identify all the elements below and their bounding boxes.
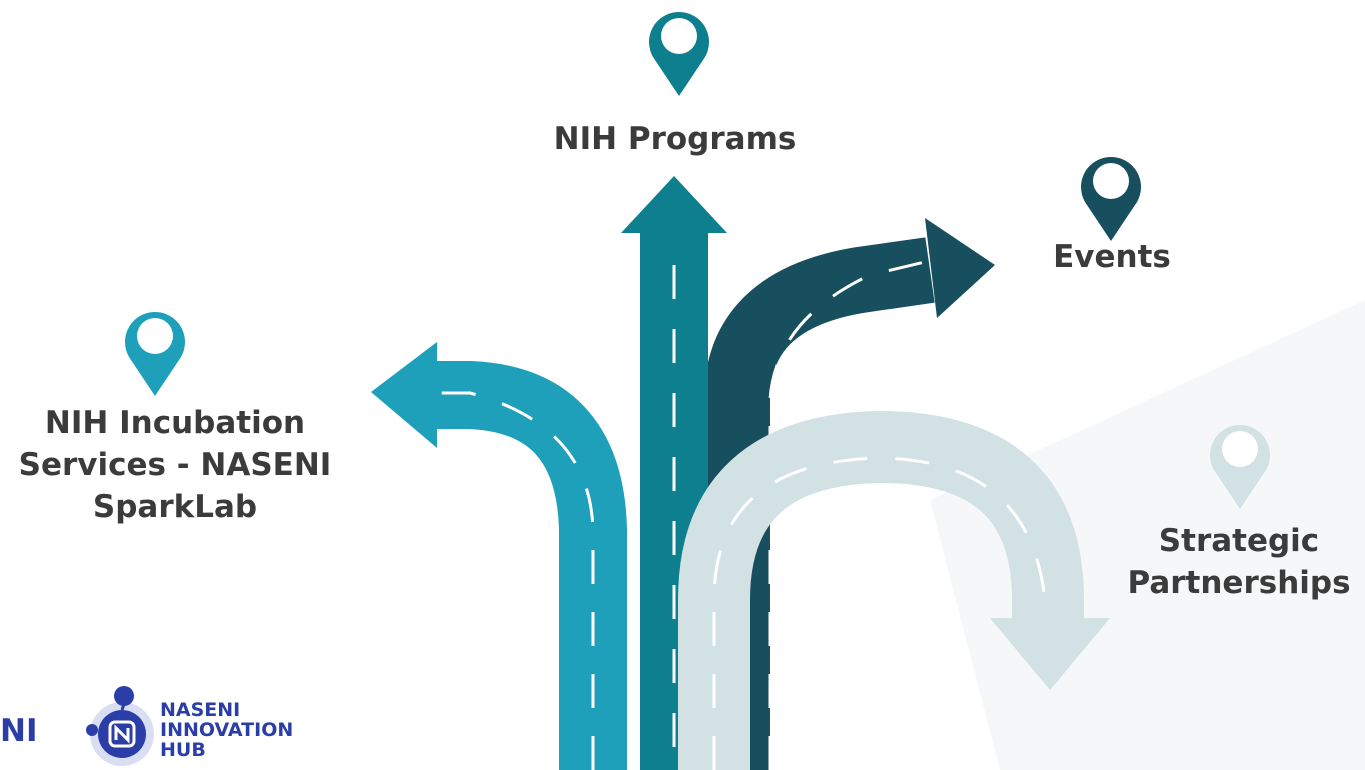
arrow-up-icon: [621, 176, 727, 770]
logo-wordmark: NASENI INNOVATION HUB: [160, 700, 293, 760]
logo-line1: NASENI: [160, 699, 241, 721]
label-partnerships-line1: Strategic: [1158, 523, 1320, 559]
map-pin-icon: [1210, 425, 1270, 509]
label-incubation-line3: SparkLab: [92, 489, 258, 525]
arrow-u-turn-icon: [678, 410, 1110, 770]
map-pin-icon: [649, 12, 709, 96]
logo-mark-icon: [86, 686, 154, 766]
arrow-turn-left-icon: [371, 342, 627, 770]
logo-fragment: NI: [0, 713, 38, 749]
label-incubation: NIH Incubation Services - NASENI SparkLa…: [0, 402, 350, 528]
label-incubation-line2: Services - NASENI: [18, 447, 332, 483]
label-incubation-line1: NIH Incubation: [44, 405, 306, 441]
logo-line3: HUB: [160, 739, 206, 761]
arrow-turn-right-icon: [704, 218, 995, 770]
map-pin-icon: [125, 312, 185, 396]
label-partnerships-line2: Partnerships: [1127, 565, 1351, 601]
map-pin-icon: [1081, 157, 1141, 241]
label-partnerships: Strategic Partnerships: [1112, 520, 1365, 604]
label-events: Events: [1053, 239, 1171, 275]
logo-line2: INNOVATION: [160, 719, 294, 741]
label-programs: NIH Programs: [553, 121, 797, 157]
